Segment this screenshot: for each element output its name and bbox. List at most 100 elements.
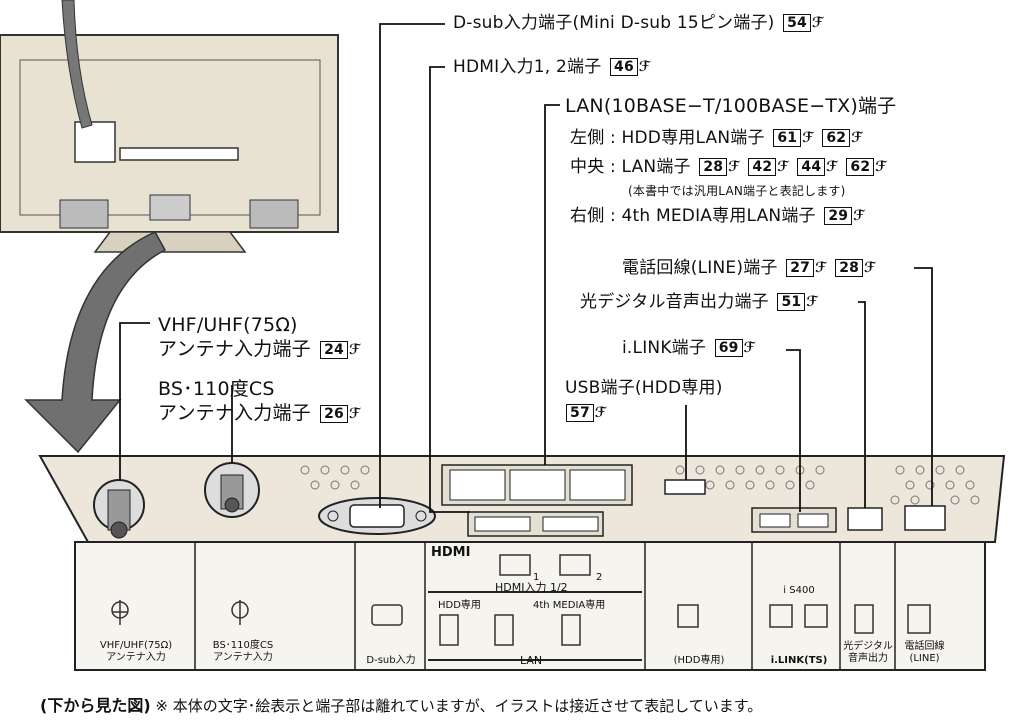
- bs-label-text-2: アンテナ入力端子: [158, 402, 311, 424]
- hdmi-jacks: [467, 511, 604, 537]
- bay-bs-label-2: アンテナ入力: [213, 652, 273, 663]
- usb-jack: [664, 479, 706, 495]
- usb-label: USB端子(HDD専用): [565, 378, 723, 398]
- page-ref-arrow-icon: ℱ: [348, 341, 361, 358]
- lan-title-text: LAN(10BASE−T/100BASE−TX)端子: [565, 95, 897, 117]
- hdmi-logo: HDMI: [431, 545, 471, 560]
- vhf-connector: [93, 479, 145, 539]
- page-ref-arrow-icon: ℱ: [851, 130, 863, 146]
- terminal-panel: [38, 455, 1006, 671]
- lan-center-note: (本書中では汎用LAN端子と表記します): [628, 181, 846, 201]
- big-curved-arrow: [24, 231, 167, 454]
- hdmi-port-1-label: 1: [533, 572, 540, 583]
- lan-jacks: [441, 464, 633, 506]
- page-ref-arrow-icon: ℱ: [806, 294, 818, 310]
- page-ref-arrow-icon: ℱ: [826, 159, 838, 175]
- bay-line-label-2: (LINE): [909, 653, 940, 664]
- usb-label-text: USB端子(HDD専用): [565, 378, 723, 398]
- optical-label-text: 光デジタル音声出力端子: [580, 292, 769, 312]
- page-ref-arrow-icon: ℱ: [815, 260, 827, 276]
- bs-connector: [204, 462, 260, 518]
- lan-caption: LAN: [520, 654, 543, 667]
- page-ref-arrow-icon: ℱ: [864, 260, 876, 276]
- bay-optical-label-1: 光デジタル: [843, 641, 893, 652]
- optical-jack: [847, 507, 883, 531]
- dsub-label-text: D-sub入力端子(Mini D-sub 15ピン端子): [453, 13, 775, 33]
- hdmi-port-2-label: 2: [596, 572, 603, 583]
- dsub-connector: [318, 497, 436, 535]
- lan-title-label: LAN(10BASE−T/100BASE−TX)端子: [565, 95, 896, 117]
- lan-right-text: 右側 : 4th MEDIA専用LAN端子: [570, 206, 816, 226]
- bay-vhf-label-2: アンテナ入力: [106, 652, 166, 663]
- bay-vhf-label-1: VHF/UHF(75Ω): [99, 640, 173, 651]
- hdmi-caption: HDMI入力 1/2: [495, 581, 568, 594]
- vhf-label-line1: VHF/UHF(75Ω): [158, 314, 298, 336]
- caption-bold: (下から見た図): [40, 696, 151, 715]
- page-ref-arrow-icon: ℱ: [853, 208, 865, 224]
- page-ref-arrow-icon: ℱ: [594, 405, 607, 421]
- bay-ilink-top-label: i S400: [783, 585, 815, 596]
- hdmi-label-text: HDMI入力1, 2端子: [453, 57, 602, 77]
- tv-rear-illustration: [0, 0, 339, 253]
- page-ref-arrow-icon: ℱ: [728, 159, 740, 175]
- ilink-jacks: [751, 507, 837, 533]
- bay-ilink-label: i.LINK(TS): [770, 655, 828, 666]
- bay-optical-label-2: 音声出力: [848, 653, 888, 664]
- vhf-label-text-1: VHF/UHF(75Ω): [158, 314, 298, 336]
- bay-usb-label: (HDD専用): [673, 655, 725, 666]
- page-ref-arrow-icon: ℱ: [802, 130, 814, 146]
- ilink-label-text: i.LINK端子: [622, 338, 707, 358]
- caption-note: ※ 本体の文字･絵表示と端子部は離れていますが、イラストは接近させて表記していま…: [155, 697, 763, 715]
- lan-center-text: 中央 : LAN端子: [570, 157, 691, 177]
- line-label-text: 電話回線(LINE)端子: [622, 258, 778, 278]
- page-ref-arrow-icon: ℱ: [348, 405, 361, 422]
- lan-hdd-label: HDD専用: [438, 600, 481, 611]
- bs-label-line1: BS･110度CS: [158, 378, 275, 400]
- lan-4th-label: 4th MEDIA専用: [533, 600, 606, 611]
- lan-center-note-text: (本書中では汎用LAN端子と表記します): [628, 184, 846, 198]
- bay-dsub-label: D-sub入力: [366, 655, 416, 666]
- page-ref-arrow-icon: ℱ: [777, 159, 789, 175]
- lan-left-text: 左側 : HDD専用LAN端子: [570, 128, 765, 148]
- page-ref-arrow-icon: ℱ: [812, 15, 824, 31]
- line-jack: [904, 505, 946, 531]
- page-ref-arrow-icon: ℱ: [638, 59, 651, 75]
- bay-line-label-1: 電話回線: [904, 641, 945, 652]
- page-ref-arrow-icon: ℱ: [875, 159, 887, 175]
- page-ref-arrow-icon: ℱ: [743, 340, 756, 356]
- vhf-label-text-2: アンテナ入力端子: [158, 338, 311, 360]
- bs-label-text-1: BS･110度CS: [158, 378, 275, 400]
- leader-lines: [119, 23, 933, 513]
- bay-bs-label-1: BS･110度CS: [212, 640, 274, 651]
- figure-caption: (下から見た図) ※ 本体の文字･絵表示と端子部は離れていますが、イラストは接近…: [40, 692, 762, 716]
